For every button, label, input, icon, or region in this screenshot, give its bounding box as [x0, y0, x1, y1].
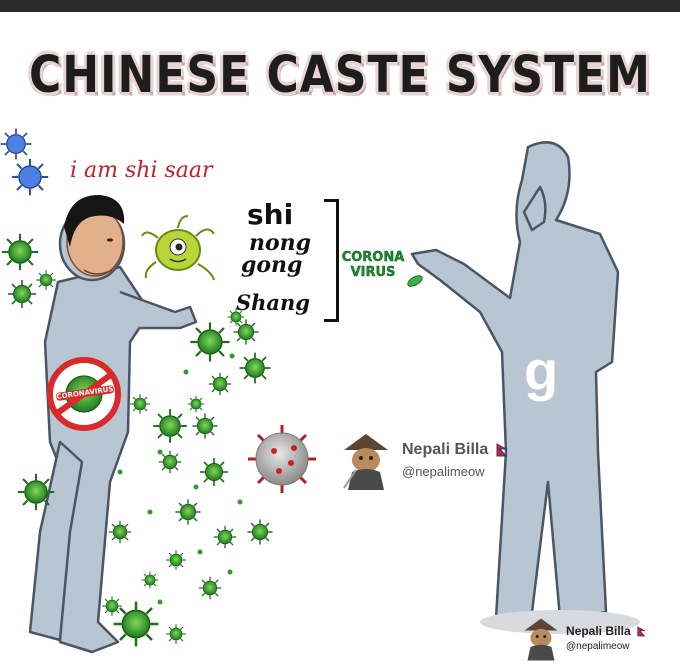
- hierarchy-bracket: [324, 199, 339, 322]
- corona-virus-label: CORONA VIRUS: [337, 250, 409, 280]
- small-virus: [407, 275, 423, 287]
- meme-illustration: [0, 127, 640, 654]
- cartoon-virus: [141, 215, 215, 281]
- watermark-handle-small: @nepalimeow: [566, 641, 630, 652]
- watermark-center: Nepali Billa @nepalimeow: [338, 430, 508, 490]
- hierarchy-item-1: shi: [247, 198, 294, 231]
- nepal-flag-icon-small: [637, 626, 646, 637]
- watermark-handle: @nepalimeow: [402, 464, 485, 479]
- corona-label-line-1: CORONA: [341, 250, 405, 265]
- right-figure: [410, 141, 620, 620]
- nepal-flag-icon: [496, 442, 508, 457]
- hierarchy-item-4: Shang: [236, 290, 310, 315]
- cat-avatar-icon-small: [524, 618, 558, 661]
- corona-label-line-2: VIRUS: [350, 265, 396, 280]
- hierarchy-item-2: nong: [249, 230, 312, 256]
- meme-title: CHINESE CASTE SYSTEM: [29, 46, 651, 105]
- stray-letter: g: [524, 339, 559, 402]
- hierarchy-item-3: gong: [241, 252, 303, 278]
- watermark-name: Nepali Billa: [402, 441, 489, 458]
- covid-particle: [248, 425, 316, 493]
- watermark-corner: Nepali Billa @nepalimeow: [520, 614, 646, 662]
- caption-text: i am shi saar: [70, 158, 213, 183]
- left-face: [64, 194, 125, 277]
- cat-avatar-icon: [343, 434, 388, 490]
- watermark-name-small: Nepali Billa: [566, 624, 631, 638]
